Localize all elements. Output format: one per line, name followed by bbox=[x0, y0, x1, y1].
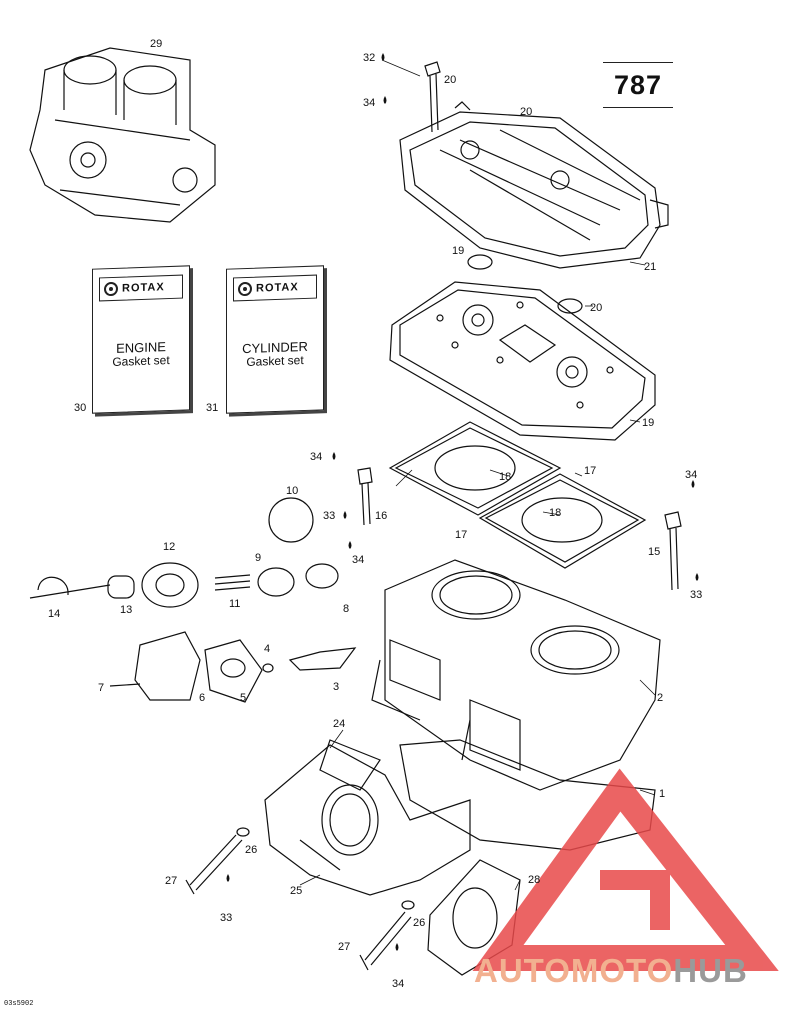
callout-34-bottom: 34 bbox=[392, 978, 404, 990]
callout-18a: 18 bbox=[499, 471, 511, 483]
callout-32: 32 bbox=[363, 52, 375, 64]
callout-8: 8 bbox=[343, 603, 349, 615]
cylinder-head-drawing bbox=[389, 281, 656, 441]
model-number: 787 bbox=[613, 70, 663, 100]
callout-5: 5 bbox=[240, 692, 246, 704]
gasket-set-subtitle: Gasket set bbox=[246, 352, 304, 370]
bolt-27a-drawing bbox=[185, 834, 243, 895]
rotax-logo: ROTAX bbox=[99, 274, 183, 302]
callout-17b: 17 bbox=[455, 529, 467, 541]
callout-11: 11 bbox=[229, 598, 240, 610]
callout-9: 9 bbox=[255, 552, 261, 564]
washer-26b bbox=[401, 900, 415, 910]
bolt-27b-drawing bbox=[359, 911, 412, 971]
engine-gasket-set-card: ROTAX ENGINE Gasket set bbox=[92, 265, 190, 414]
leader-lines bbox=[299, 261, 656, 891]
bolt-15-drawing bbox=[664, 511, 682, 591]
callout-34-top: 34 bbox=[363, 97, 375, 109]
reference-code: 03s5902 bbox=[4, 1000, 34, 1008]
callout-33-bottom: 33 bbox=[220, 912, 232, 924]
callout-26b: 26 bbox=[413, 917, 425, 929]
cylinder-gasket-set-card: ROTAX CYLINDER Gasket set bbox=[226, 265, 324, 414]
callout-7: 7 bbox=[98, 682, 104, 694]
callout-labels: 29 32 20 34 20 19 21 20 19 18 17 18 17 3… bbox=[48, 38, 702, 990]
rotax-logo: ROTAX bbox=[233, 274, 317, 302]
callout-34-right: 34 bbox=[685, 469, 697, 481]
cylinder-block-drawing bbox=[371, 559, 661, 791]
rotax-mark-icon bbox=[104, 281, 118, 297]
callout-27a: 27 bbox=[165, 875, 177, 887]
o-ring-20b bbox=[557, 298, 583, 314]
bolt-16-drawing bbox=[357, 467, 373, 526]
callout-34-mid: 34 bbox=[310, 451, 322, 463]
callout-13: 13 bbox=[120, 604, 132, 616]
watermark-text: AUTOMOTOHUB bbox=[474, 952, 748, 989]
callout-17a: 17 bbox=[584, 465, 596, 477]
callout-31: 31 bbox=[206, 402, 219, 414]
model-number-box: 787 bbox=[603, 62, 673, 108]
callout-34-valve: 34 bbox=[352, 554, 364, 566]
cylinder-head-cover-drawing bbox=[399, 101, 669, 269]
callout-15: 15 bbox=[648, 546, 660, 558]
callout-10: 10 bbox=[286, 485, 298, 497]
callout-4: 4 bbox=[264, 643, 270, 655]
callout-26a: 26 bbox=[245, 844, 257, 856]
callout-23: 20 bbox=[444, 74, 456, 86]
gasket-set-subtitle: Gasket set bbox=[112, 352, 170, 370]
exhaust-manifold-drawing bbox=[264, 739, 471, 896]
callout-24: 24 bbox=[333, 718, 345, 730]
engine-block-drawing bbox=[29, 47, 216, 223]
callout-22: 20 bbox=[520, 106, 532, 118]
callout-29: 29 bbox=[150, 38, 162, 50]
callout-20a: 19 bbox=[452, 245, 464, 257]
watermark-logo bbox=[472, 768, 779, 971]
callout-2: 2 bbox=[657, 692, 663, 704]
callout-16: 16 bbox=[375, 510, 387, 522]
callout-33-right: 33 bbox=[690, 589, 702, 601]
callout-1: 1 bbox=[659, 788, 665, 800]
head-bolt-drawing bbox=[381, 59, 441, 133]
callout-30: 30 bbox=[74, 402, 87, 414]
callout-14: 14 bbox=[48, 608, 60, 620]
callout-18b: 18 bbox=[549, 507, 561, 519]
callout-6: 6 bbox=[199, 692, 205, 704]
cylinder-gasket-drawing bbox=[388, 421, 647, 569]
callout-28: 28 bbox=[528, 874, 540, 886]
callout-19: 19 bbox=[642, 417, 654, 429]
rotary-valve-group-drawing bbox=[29, 497, 357, 703]
callout-21: 21 bbox=[644, 261, 656, 273]
rotax-mark-icon bbox=[238, 281, 252, 297]
callout-12: 12 bbox=[163, 541, 175, 553]
callout-33-mid: 33 bbox=[323, 510, 335, 522]
callout-25: 25 bbox=[290, 885, 302, 897]
callout-3: 3 bbox=[333, 681, 339, 693]
lubricant-drops bbox=[226, 53, 699, 951]
callout-27b: 27 bbox=[338, 941, 350, 953]
o-ring-20a bbox=[467, 254, 493, 270]
callout-20b: 20 bbox=[590, 302, 602, 314]
washer-26a bbox=[236, 827, 250, 837]
